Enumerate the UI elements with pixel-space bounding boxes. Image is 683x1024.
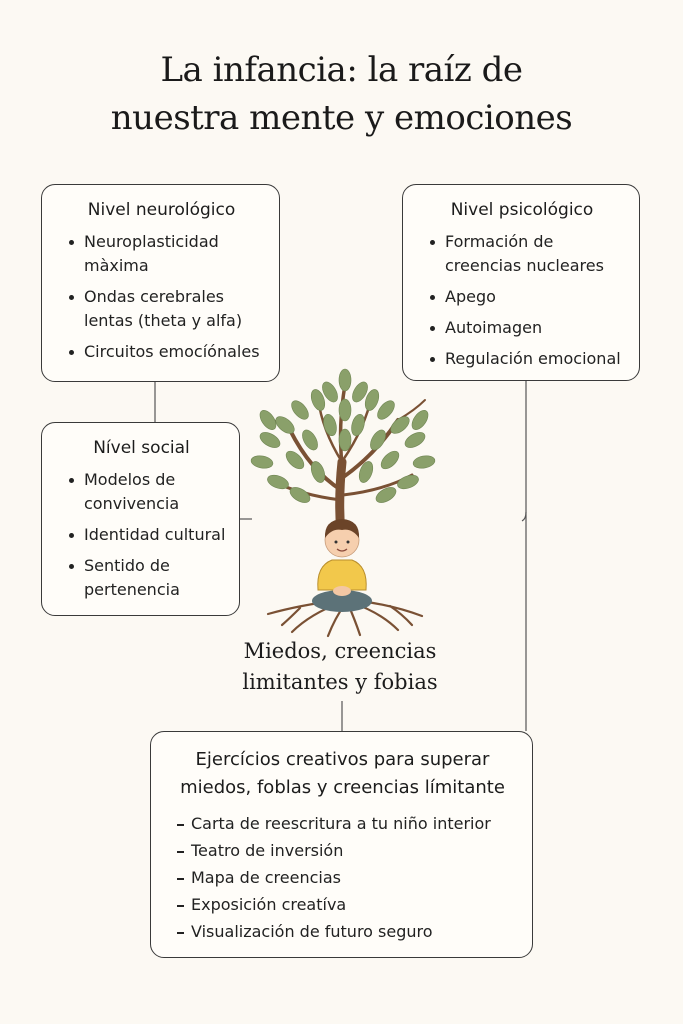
leaf [411,410,429,430]
list-item: Teatro de inversión [161,839,524,863]
list-item: Identidad cultural [54,523,229,547]
list-item: Ondas cerebrales lentas (theta y alfa) [54,285,269,333]
card-neurological: Nivel neurológico Neuroplasticidad màxim… [41,184,280,382]
leaf [338,428,352,452]
center-label-line-1: Miedos, creencias [243,639,437,663]
list-item: Apego [415,285,629,309]
leaves [250,368,436,503]
leaf [351,413,365,437]
child-legs [312,590,372,612]
child-figure [312,519,372,612]
tree [250,368,436,638]
leaf [310,389,326,411]
title-line-1: La infancia: la raíz de [160,50,523,90]
leaf [364,389,380,411]
connector-tree-psico [521,511,527,522]
card-neurological-list: Neuroplasticidad màxima Ondas cerebrales… [54,230,269,364]
card-psychological-title: Nivel psicológico [450,200,594,220]
child-smile [336,548,348,552]
list-item: Mapa de creencias [161,866,524,890]
card-social-list: Modelos de convivencia Identidad cultura… [54,468,229,602]
card-social-title: Nível social [93,438,190,458]
card-exercises-title: Ejercícios creativos para superar miedos… [161,746,524,802]
child-eye-left [334,540,338,544]
leaf [338,368,352,392]
title-line-2: nuestra mente y emociones [110,98,573,138]
leaf [259,432,281,448]
child-eye-right [346,540,350,544]
leaf [412,455,436,469]
list-item: Regulación emocional [415,347,629,371]
card-exercises-list: Carta de reescritura a tu niño interior … [161,812,524,944]
page-title: La infancia: la raíz de nuestra mente y … [0,46,683,142]
leaf [259,410,277,430]
card-neurological-title: Nivel neurológico [87,200,236,220]
card-psychological-list: Formación de creencias nucleares Apego A… [415,230,629,371]
leaf [267,474,289,490]
card-psychological: Nivel psicológico Formación de creencias… [402,184,640,381]
list-item: Circuitos emocíónales [54,340,269,364]
list-item: Neuroplasticidad màxima [54,230,269,278]
leaf [250,455,274,469]
card-exercises-title-line-1: Ejercícios creativos para superar [195,749,490,770]
leaf [289,487,311,503]
list-item: Modelos de convivencia [54,468,229,516]
leaf [310,461,326,483]
list-item: Sentido de pertenencia [54,554,229,602]
leaf [285,450,305,470]
list-item: Exposición creatíva [161,893,524,917]
list-item: Autoimagen [415,316,629,340]
list-item: Visualización de futuro seguro [161,920,524,944]
leaf [380,450,400,470]
list-item: Carta de reescritura a tu niño interior [161,812,524,836]
child-hands [333,586,351,596]
center-label-line-2: limitantes y fobias [242,670,438,694]
leaf [358,461,374,483]
list-item: Formación de creencias nucleares [415,230,629,278]
leaf [322,381,338,403]
child-hair [324,519,360,538]
leaf [377,400,395,420]
leaf [390,416,410,434]
leaf [275,416,295,434]
leaf [291,400,309,420]
card-exercises: Ejercícios creativos para superar miedos… [150,731,533,958]
leaf [404,432,426,448]
leaf [352,381,368,403]
leaf [302,429,318,451]
card-social: Nível social Modelos de convivencia Iden… [41,422,240,616]
leaf [323,413,337,437]
leaf [375,487,397,503]
leaf [370,429,386,451]
center-label: Miedos, creencias limitantes y fobias [200,636,480,698]
child-shirt [317,559,367,591]
leaf [338,398,352,422]
leaf [397,474,419,490]
card-exercises-title-line-2: miedos, foblas y creencias límitante [180,777,505,798]
